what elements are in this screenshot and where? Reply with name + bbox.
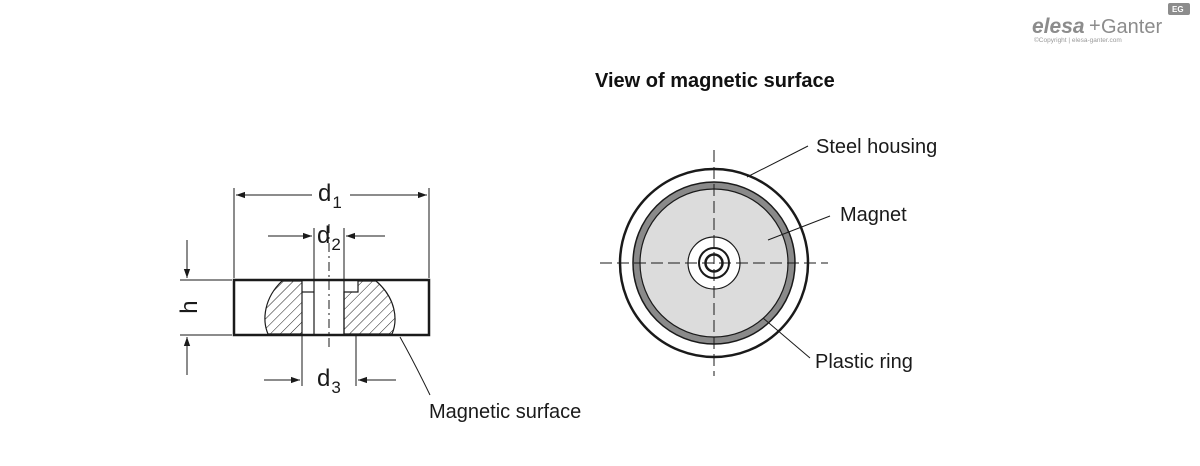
- magnetic-surface-leader: [399, 336, 431, 396]
- logo-badge-text: EG: [1172, 5, 1184, 14]
- logo-copyright: ©Copyright | elesa-ganter.com: [1034, 36, 1122, 44]
- front-view: [600, 145, 831, 376]
- label-magnetic-surface: Magnetic surface: [429, 401, 581, 423]
- dim-d2: d2: [317, 222, 341, 254]
- front-view-title: View of magnetic surface: [595, 70, 835, 92]
- section-hatch-right: [343, 280, 396, 335]
- dim-d3: d3: [317, 365, 341, 397]
- dim-d1: d1: [318, 180, 342, 212]
- logo-brand-plus: +: [1089, 15, 1101, 37]
- label-steel-housing: Steel housing: [816, 136, 937, 158]
- logo-brand-right: Ganter: [1101, 16, 1162, 38]
- steel-housing-leader: [746, 145, 809, 178]
- side-section-view: [180, 188, 431, 396]
- plastic-ring-leader: [762, 317, 811, 359]
- magnet-leader: [767, 215, 831, 241]
- label-plastic-ring: Plastic ring: [815, 351, 913, 373]
- dim-h: h: [176, 300, 203, 313]
- logo-brand-left: elesa: [1032, 15, 1085, 38]
- magnet-body-outline: [232, 278, 431, 337]
- section-hatch-left: [264, 280, 303, 335]
- logo-badge-box: [1168, 3, 1190, 15]
- elesa-ganter-logo: elesa + Ganter EG ©Copyright | elesa-gan…: [1032, 3, 1190, 44]
- label-magnet: Magnet: [840, 204, 907, 226]
